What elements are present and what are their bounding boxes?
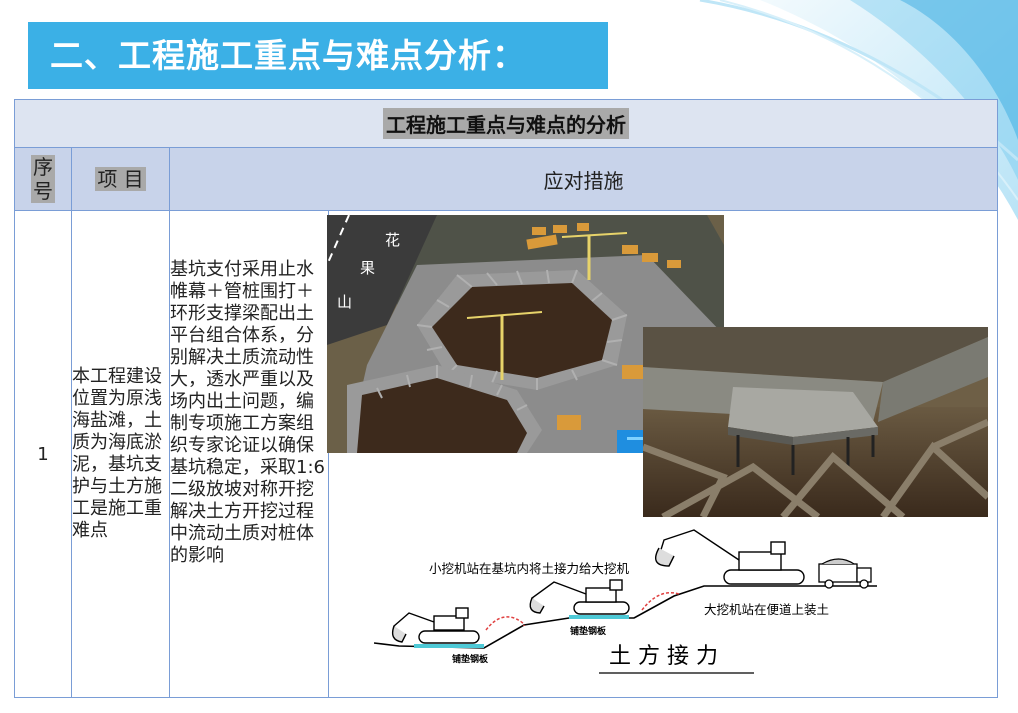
header-item-cell: 项 目	[71, 147, 170, 211]
table-caption-row: 工程施工重点与难点的分析	[14, 99, 998, 148]
header-seq: 序号	[31, 155, 55, 203]
row-description: 基坑支付采用止水帷幕＋管桩围打＋环形支撑梁配出土平台组合体系，分别解决土质流动性…	[170, 259, 325, 566]
road-label-3: 山	[337, 293, 352, 311]
header-measures: 应对措施	[543, 168, 624, 193]
header-item: 项 目	[95, 167, 146, 191]
slide-title: 二、工程施工重点与难点分析：	[28, 22, 608, 89]
road-label-2: 果	[360, 259, 375, 277]
large-excavator-label: 大挖机站在便道上装土	[704, 602, 829, 617]
header-seq-cell: 序号	[14, 147, 72, 211]
row-description-cell: 基坑支付采用止水帷幕＋管桩围打＋环形支撑梁配出土平台组合体系，分别解决土质流动性…	[169, 210, 329, 698]
small-excavator-label: 小挖机站在基坑内将土接力给大挖机	[429, 561, 630, 576]
row-item-cell: 本工程建设位置为原浅海盐滩，土质为海底淤泥，基坑支护与土方施工是施工重难点	[71, 210, 170, 698]
earthwork-relay-figure: 小挖机站在基坑内将土接力给大挖机 大挖机站在便道上装土 铺垫钢板 铺垫钢板 土 …	[374, 518, 877, 690]
row-seq: 1	[37, 443, 49, 465]
earthwork-caption: 土 方 接 力	[609, 644, 718, 669]
unloading-platform-figure	[643, 327, 988, 517]
row-seq-cell: 1	[14, 210, 72, 698]
road-label-1: 花	[385, 231, 400, 249]
row-item: 本工程建设位置为原浅海盐滩，土质为海底淤泥，基坑支护与土方施工是施工重难点	[72, 366, 162, 541]
steel-plate-label-2: 铺垫钢板	[570, 625, 607, 637]
table-caption: 工程施工重点与难点的分析	[383, 108, 629, 139]
steel-plate-label-1: 铺垫钢板	[452, 653, 489, 665]
header-measures-cell: 应对措施	[169, 147, 998, 211]
table-header-row: 序号 项 目 应对措施	[14, 147, 998, 211]
